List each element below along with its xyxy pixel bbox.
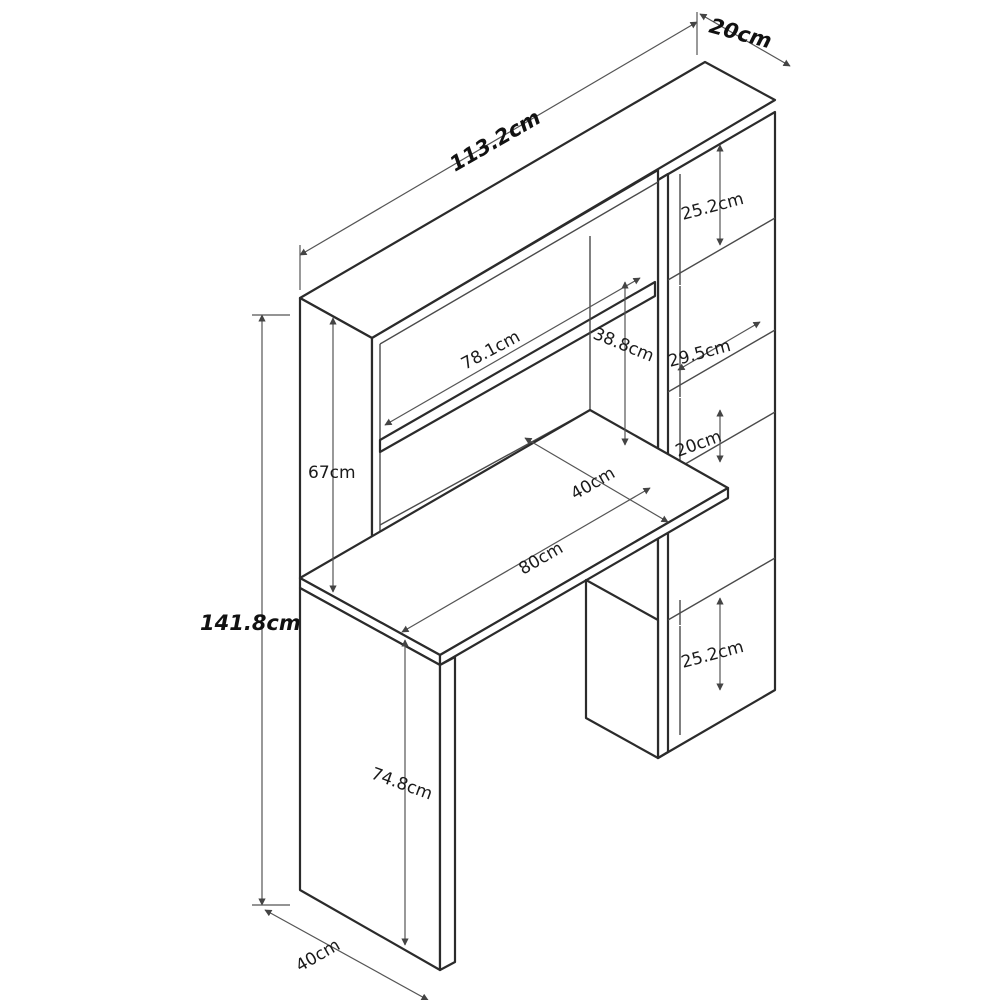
label-desk-depth: 40cm bbox=[293, 935, 344, 976]
desk-middle-leg bbox=[584, 578, 660, 760]
label-hutch-height: 67cm bbox=[308, 463, 356, 483]
dimension-lines bbox=[252, 12, 791, 1000]
label-total-height: 141.8cm bbox=[200, 611, 301, 635]
label-depth-top: 20cm bbox=[707, 14, 775, 54]
